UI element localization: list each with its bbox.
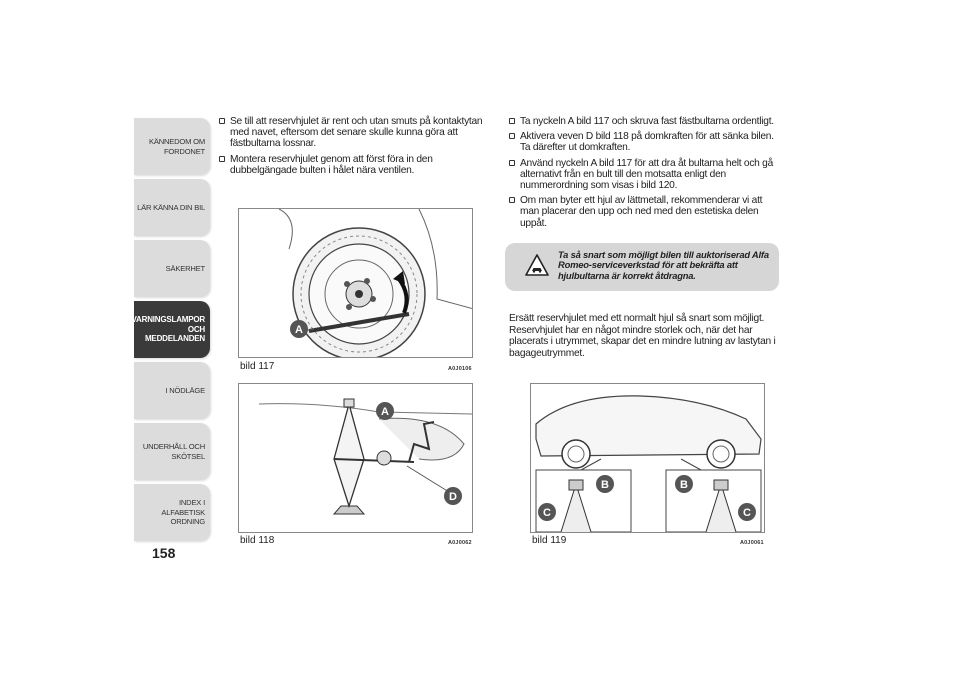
reserve-wheel-paragraph: Ersätt reservhjulet med ett normalt hjul… <box>509 313 776 359</box>
figure-118: A D <box>238 383 473 533</box>
left-instructions: Se till att reservhjulet är rent och uta… <box>219 116 499 180</box>
list-item: Om man byter ett hjul av lättmetall, rek… <box>509 195 779 229</box>
label-b: B <box>680 479 688 491</box>
jack-points-illustration: B C B C <box>535 395 762 532</box>
list-item: Använd nyckeln A bild 117 för att dra åt… <box>509 158 779 192</box>
checkbox-bullet-icon <box>509 118 515 124</box>
checkbox-bullet-icon <box>509 159 515 166</box>
page-number: 158 <box>152 545 176 561</box>
tab-index-i-alfabetisk-ordning[interactable]: INDEX I ALFABETISK ORDNING <box>134 484 210 541</box>
figure-118-code: A0J0062 <box>448 540 472 546</box>
bullet-text: Se till att reservhjulet är rent och uta… <box>230 116 483 150</box>
label-a: A <box>295 324 303 336</box>
warning-car-icon <box>525 254 549 276</box>
checkbox-bullet-icon <box>509 133 515 140</box>
figure-119: B C B C <box>530 383 765 533</box>
label-a: A <box>381 406 389 418</box>
figure-119-code: A0J0061 <box>740 540 764 546</box>
figure-117-code: A0J0106 <box>448 366 472 372</box>
warning-box: Ta så snart som möjligt bilen till aukto… <box>505 243 779 291</box>
label-b: B <box>601 479 609 491</box>
list-item: Montera reservhjulet genom att först för… <box>219 154 499 176</box>
checkbox-bullet-icon <box>219 155 225 162</box>
figure-118-caption: bild 118 <box>240 535 275 546</box>
checkbox-bullet-icon <box>219 118 225 124</box>
list-item: Ta nyckeln A bild 117 och skruva fast fä… <box>509 116 779 127</box>
tab-underhall-och-skotsel[interactable]: UNDERHÅLL OCH SKÖTSEL <box>134 423 210 480</box>
right-instructions: Ta nyckeln A bild 117 och skruva fast fä… <box>509 116 779 233</box>
bullet-text: Aktivera veven D bild 118 på domkraften … <box>520 131 774 154</box>
tab-varningslampor-och-meddelanden[interactable]: VARNINGSLAMPOR OCH MEDDELANDEN <box>132 301 210 358</box>
wheel-wrench-illustration: A <box>278 209 472 357</box>
figure-117-caption: bild 117 <box>240 361 275 372</box>
bullet-text: Om man byter ett hjul av lättmetall, rek… <box>520 195 763 229</box>
label-d: D <box>449 491 457 503</box>
bullet-text: Montera reservhjulet genom att först för… <box>230 153 433 176</box>
warning-text: Ta så snart som möjligt bilen till aukto… <box>558 249 769 281</box>
figure-119-caption: bild 119 <box>532 535 567 546</box>
tab-sakerhet[interactable]: SÄKERHET <box>134 240 210 297</box>
tab-kannedom-om-fordonet[interactable]: KÄNNEDOM OM FORDONET <box>134 118 210 175</box>
figure-117: A <box>238 208 473 358</box>
list-item: Se till att reservhjulet är rent och uta… <box>219 116 499 150</box>
tab-lar-kanna-din-bil[interactable]: LÄR KÄNNA DIN BIL <box>134 179 210 236</box>
bullet-text: Använd nyckeln A bild 117 för att dra åt… <box>520 157 774 192</box>
label-c: C <box>543 507 551 519</box>
bullet-text: Ta nyckeln A bild 117 och skruva fast fä… <box>520 116 774 127</box>
tab-i-nodlage[interactable]: I NÖDLÄGE <box>134 362 210 419</box>
jack-illustration: A D <box>258 398 472 515</box>
checkbox-bullet-icon <box>509 197 515 204</box>
label-c: C <box>743 507 751 519</box>
list-item: Aktivera veven D bild 118 på domkraften … <box>509 131 779 153</box>
